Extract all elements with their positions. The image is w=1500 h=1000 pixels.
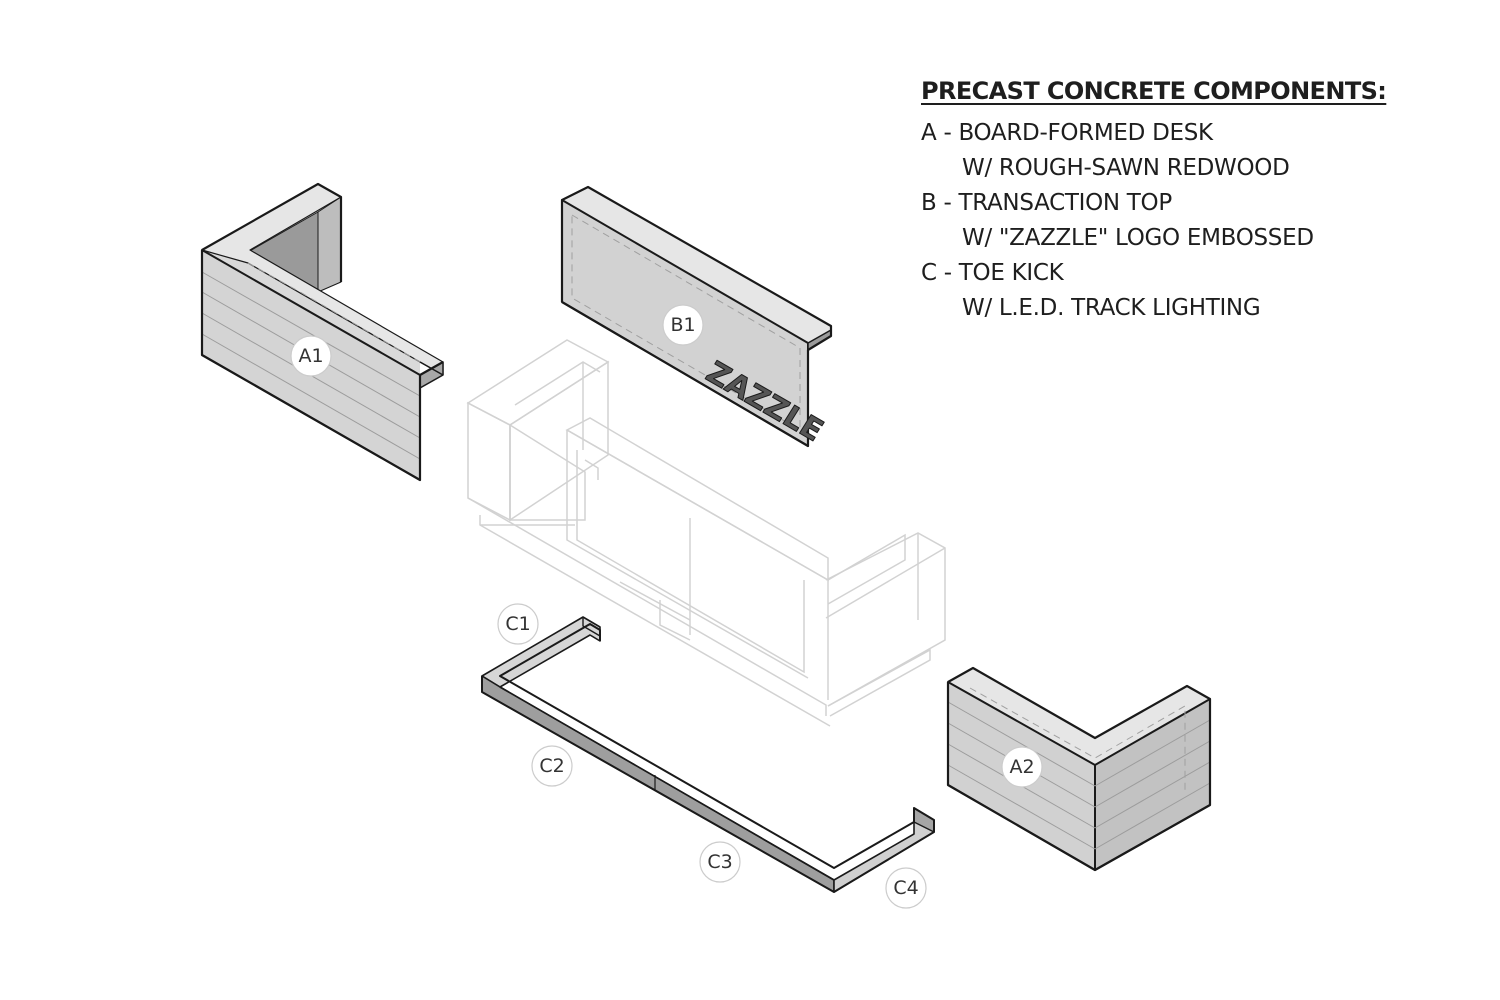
svg-text:C3: C3 [707,851,732,873]
svg-text:A2: A2 [1009,756,1034,778]
svg-text:B1: B1 [670,314,695,336]
svg-text:C2: C2 [539,755,564,777]
svg-text:C1: C1 [505,613,530,635]
svg-text:A1: A1 [298,345,323,367]
tag-a1: A1 [290,335,332,377]
component-legend: PRECAST CONCRETE COMPONENTS: A - BOARD-F… [921,76,1387,326]
assembled-desk-ghost [466,339,946,727]
tag-a2: A2 [1001,746,1043,788]
component-c-toe-kick [481,616,935,893]
component-a2 [946,666,1212,872]
legend-title: PRECAST CONCRETE COMPONENTS: [921,77,1387,105]
legend-sub-b: W/ "ZAZZLE" LOGO EMBOSSED [962,225,1314,251]
tag-c4: C4 [885,867,927,909]
tag-b1: B1 [662,304,704,346]
legend-sub-c: W/ L.E.D. TRACK LIGHTING [962,295,1261,321]
legend-item-a: A - BOARD-FORMED DESK [921,120,1213,146]
legend-sub-a: W/ ROUGH-SAWN REDWOOD [962,155,1290,181]
component-a1 [200,182,444,482]
tag-c2: C2 [531,745,573,787]
tag-c3: C3 [699,841,741,883]
tag-c1: C1 [497,603,539,645]
svg-text:C4: C4 [893,877,918,899]
legend-item-c: C - TOE KICK [921,260,1064,286]
legend-item-b: B - TRANSACTION TOP [921,190,1172,216]
